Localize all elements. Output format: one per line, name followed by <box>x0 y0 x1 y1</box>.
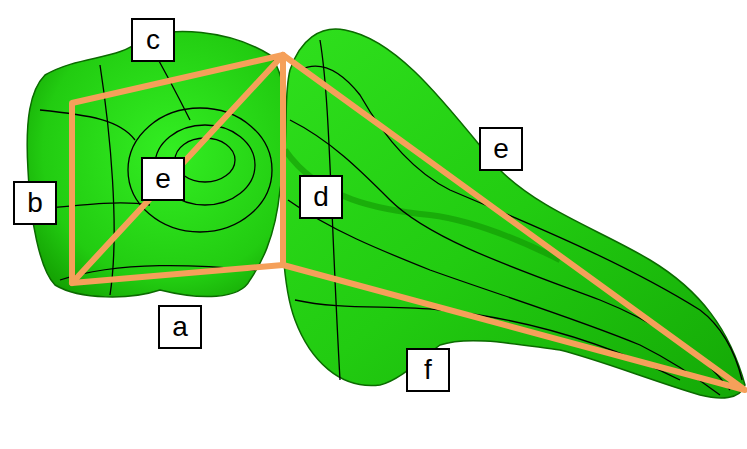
callout-box: e <box>479 127 523 171</box>
callout-letter: b <box>27 189 43 217</box>
callout-letter: f <box>424 356 432 384</box>
callout-box: c <box>131 18 175 62</box>
callout-letter: e <box>155 165 171 193</box>
callout-box: d <box>299 175 343 219</box>
callout-box: f <box>406 348 450 392</box>
callout-box: b <box>13 181 57 225</box>
callout-box: a <box>158 305 202 349</box>
orange-frame <box>72 55 745 390</box>
callout-box: e <box>141 157 185 201</box>
callout-letter: e <box>493 135 509 163</box>
callout-letter: a <box>172 313 188 341</box>
callout-letter: c <box>146 26 160 54</box>
callout-letter: d <box>313 183 329 211</box>
